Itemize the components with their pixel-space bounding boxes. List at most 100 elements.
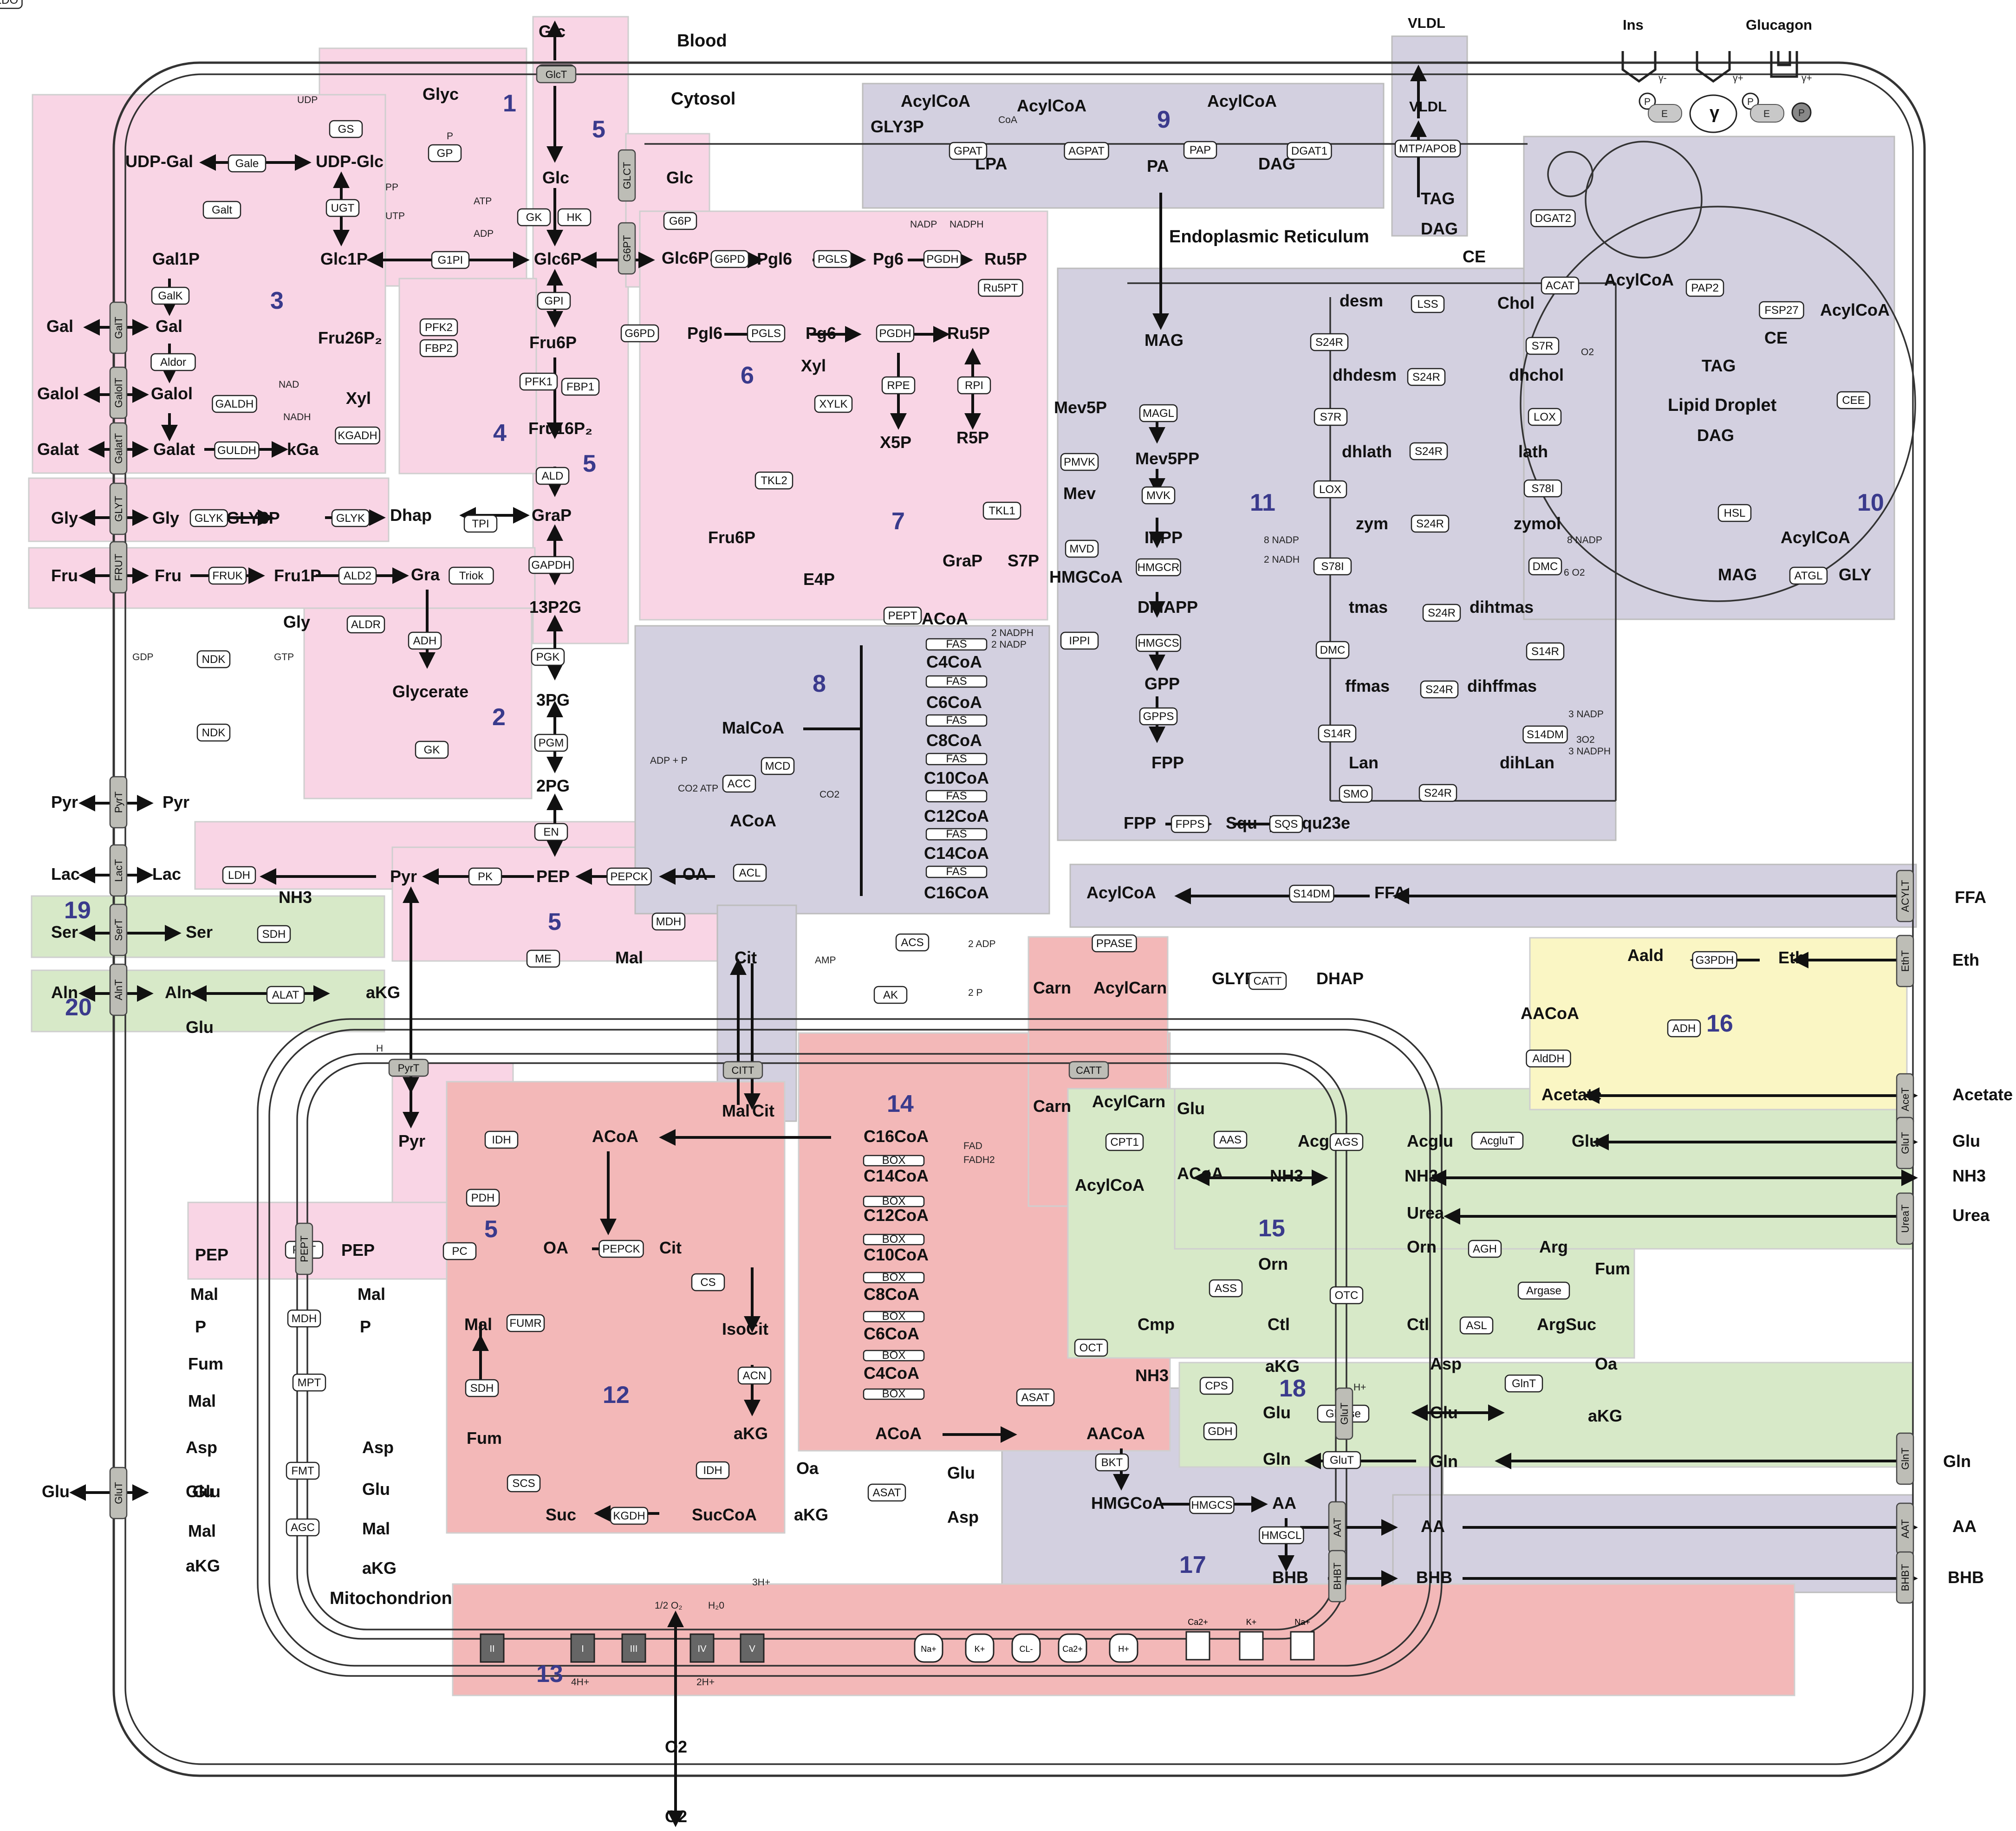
enzyme-idh: IDH (696, 1461, 730, 1480)
enzyme-kgdh: KGDH (610, 1506, 649, 1525)
enzyme-mvd: MVD (1065, 539, 1099, 558)
region-10-lipid-droplet (1523, 136, 1895, 620)
enzyme-label: PGDH (879, 327, 911, 340)
region-2-glycerate (303, 593, 533, 799)
transporter-label: ACYLT (1899, 880, 1911, 912)
metabolite-c4coa: C4CoA (926, 652, 982, 671)
metabolite-nh3-m: NH3 (1270, 1166, 1303, 1185)
metabolite-hmgcoa: HMGCoA (1049, 567, 1123, 586)
metabolite-c16coa: C16CoA (924, 883, 989, 902)
enzyme-pdh: PDH (466, 1188, 500, 1207)
enzyme-label: AGPAT (1068, 145, 1105, 157)
enzyme-label: NDK (202, 653, 226, 666)
metabolite-acylcoa2: AcylCoA (1017, 96, 1086, 115)
enzyme-s14dm: S14DM (1289, 884, 1334, 903)
metabolite-acylcoa-ld: AcylCoA (1604, 270, 1674, 289)
fas-label: FAS (946, 790, 967, 802)
cofactor-half-o2: 1/2 O₂ (655, 1600, 683, 1611)
metabolite-arg: Arg (1539, 1237, 1568, 1256)
enzyme-g6pd: G6PD (620, 324, 659, 343)
enzyme-ald: ALD (535, 467, 570, 485)
enzyme-label: ME (535, 953, 552, 965)
cofactor-co2-atp: CO2 ATP (678, 783, 718, 794)
enzyme-hmgcl: HMGCL (1259, 1526, 1304, 1545)
fas-box: FAS (925, 865, 988, 878)
metabolite-lac: Lac (152, 864, 181, 883)
cofactor-gtp: GTP (274, 652, 294, 662)
enzyme-tpi: TPI (463, 514, 498, 533)
metabolite-ru5pb: Ru5P (947, 324, 990, 343)
cofactor-two-nadp: 2 NADP (991, 639, 1027, 650)
enzyme-fpps: FPPS (1171, 815, 1210, 833)
box-label: BOX (882, 1388, 906, 1400)
enzyme-label: HMGCS (1138, 637, 1179, 649)
enzyme-alddh: AldDH (1526, 1049, 1571, 1068)
ion-exchanger: Na+ (1290, 1617, 1315, 1661)
mito-label: Mitochondrion (330, 1589, 452, 1608)
enzyme-label: ACL (739, 867, 761, 879)
metabolite-fru: Fru (155, 566, 182, 585)
enzyme-label: S24R (1424, 787, 1452, 799)
metabolite-akg-alat: aKG (366, 983, 400, 1002)
gamma-plus-2: γ+ (1801, 73, 1812, 84)
complex-label: III (630, 1644, 638, 1654)
enzyme-label: FMT (291, 1465, 314, 1477)
metabolite-kga: kGa (287, 440, 319, 459)
enzyme-label: IDH (703, 1464, 722, 1477)
metabolite-cit-m: Cit (659, 1238, 682, 1257)
metabolite-ser: Ser (186, 922, 213, 941)
metabolite-mev5p: Mev5P (1054, 398, 1107, 417)
enzyme-pgls: PGLS (813, 250, 852, 268)
transporter-boxes: GalTGalolTGalatTGLYTFRUTPyrTLacTSerTAlnT… (109, 65, 1914, 1604)
complex-label: II (489, 1644, 494, 1654)
metabolite-pgl6: Pgl6 (757, 249, 792, 268)
transporter-label: GLYT (113, 496, 124, 522)
enzyme-label: ALAT (272, 989, 299, 1001)
enzyme-ags: AGS (1329, 1133, 1364, 1151)
enzyme-glut: GluT (1322, 1451, 1361, 1469)
enzyme-s14dm: S14DM (1522, 725, 1568, 744)
enzyme-label: PC (452, 1245, 467, 1258)
metabolite-fru26p2: Fru26P₂ (318, 328, 382, 347)
metabolite-p-l1: P (195, 1317, 206, 1336)
metabolite-lan: Lan (1349, 753, 1379, 772)
metabolite-dhap2: DHAP (1316, 969, 1364, 988)
fas-box: FAS (925, 828, 988, 841)
transporter-label: GLCT (621, 162, 633, 189)
enzyme-magl: MAGL (1139, 404, 1178, 422)
enzyme-taldo: TALDO (0, 0, 23, 9)
phospho-1-label: P (1644, 97, 1651, 107)
metabolite-gpp: GPP (1145, 674, 1180, 693)
transporter-bhbt: BHBT (1896, 1551, 1914, 1604)
complex-iii: III (621, 1633, 646, 1663)
enzyme-fmt: FMT (286, 1461, 320, 1480)
box-step: BOX (863, 1349, 925, 1362)
enzyme-pk: PK (468, 867, 502, 886)
transporter-galatt: GalatT (109, 422, 128, 475)
cofactor-ttwo-adp: 2 ADP (968, 939, 996, 949)
enzyme-dmc: DMC (1528, 557, 1562, 576)
pathway-number: 11 (1250, 489, 1275, 516)
enzyme-label: SQS (1275, 818, 1298, 831)
transporter-label: UreaT (1899, 1204, 1911, 1233)
metabolite-glu-cyt: Glu (193, 1482, 221, 1501)
enzyme-s24r: S24R (1409, 442, 1448, 461)
metabolite-eth: Eth (1778, 948, 1805, 967)
transporter-label: BHBT (1899, 1564, 1911, 1591)
pathway-number: 1 (503, 90, 516, 117)
enzyme-label: PGLS (751, 327, 781, 340)
metabolite-glu-blood: Glu (42, 1482, 70, 1501)
transporter-ureat: UreaT (1896, 1192, 1914, 1245)
transporter-label: GalT (113, 317, 124, 339)
metabolite-glc6p2: Glc6P (662, 248, 709, 267)
enzyme-label: MDH (292, 1312, 317, 1325)
transporter-aat: AAT (1896, 1502, 1914, 1555)
metabolite-galol-out: Galol (37, 384, 79, 403)
enzyme-lox: LOX (1528, 408, 1562, 426)
metabolite-dhdesm: dhdesm (1333, 365, 1397, 384)
transporter-galt: GalT (109, 301, 128, 354)
metabolite-ser-out: Ser (51, 922, 78, 941)
complex-v: V (740, 1633, 765, 1663)
enzyme-pgdh: PGDH (876, 324, 915, 343)
